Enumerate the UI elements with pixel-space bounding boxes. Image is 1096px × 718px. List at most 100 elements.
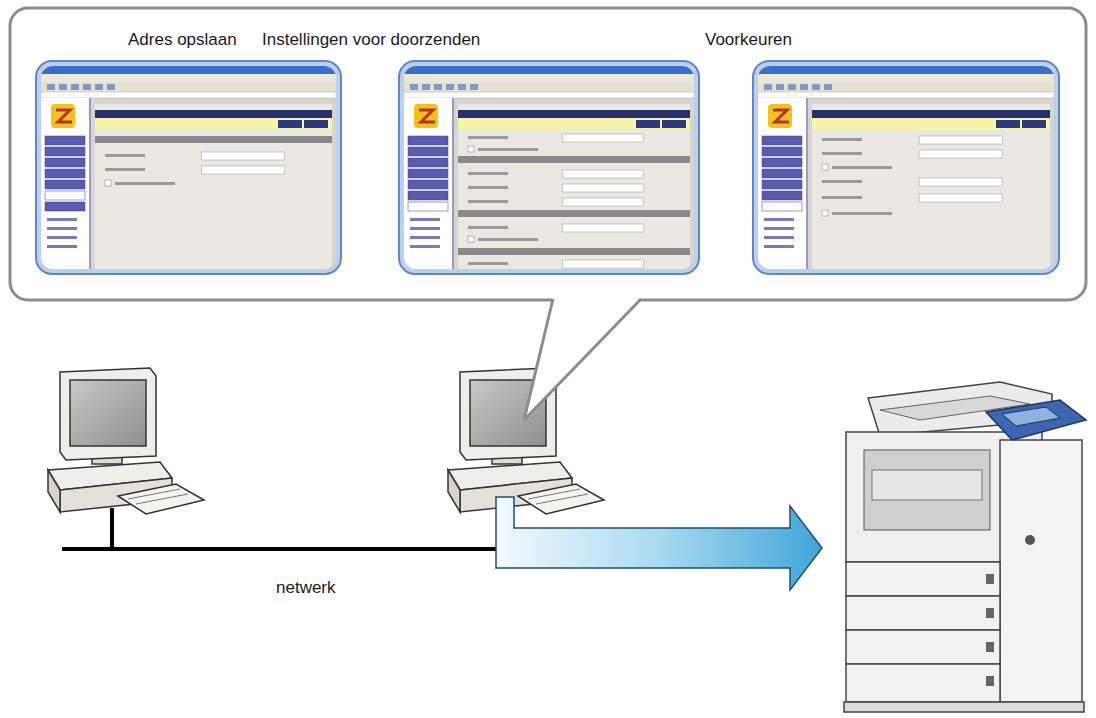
logo-mark [419, 110, 435, 122]
checkbox [822, 210, 828, 216]
screenshot-image [752, 60, 1060, 275]
screenshot-panel: Voorkeuren [752, 60, 1060, 275]
field-caption [468, 172, 508, 175]
monitor-screen [70, 380, 146, 446]
input-field [919, 150, 1002, 158]
menu-button [45, 202, 85, 211]
menu-button [45, 136, 85, 145]
menu-link [410, 245, 440, 248]
checkbox [822, 164, 828, 170]
screenshot-frame [753, 61, 1059, 274]
menu-button [762, 202, 802, 211]
power-indicator [1025, 535, 1035, 545]
page-header [95, 110, 332, 118]
field-caption [822, 152, 862, 155]
data-flow-arrow [496, 497, 822, 590]
address-bar [404, 92, 694, 98]
cancel-button [304, 120, 328, 128]
browser-window [758, 66, 1054, 269]
ok-button [996, 120, 1020, 128]
field-caption [822, 180, 862, 183]
input-field [562, 260, 643, 268]
paper-drawer [846, 630, 1000, 664]
menu-button [408, 202, 448, 211]
browser-window [404, 66, 694, 269]
title-bar [41, 66, 336, 74]
menu-bar [758, 74, 1054, 82]
keyboard-keys [536, 494, 588, 504]
window-body [758, 66, 1054, 269]
toolbar-icon [788, 84, 796, 90]
network-label: netwerk [276, 578, 336, 598]
screenshot-image [398, 60, 700, 275]
window-body [41, 66, 336, 269]
menu-link [764, 236, 794, 239]
cancel-button [1022, 120, 1046, 128]
side-menu-edge [806, 98, 808, 269]
callout-tail-fill [524, 297, 641, 420]
input-field [919, 194, 1002, 202]
input-field [562, 184, 643, 192]
menu-button [408, 180, 448, 189]
menu-bar [41, 74, 336, 82]
drawer-handle [986, 608, 994, 618]
menu-button [762, 191, 802, 200]
menu-button [408, 191, 448, 200]
menu-link [410, 218, 440, 221]
toolbar-icon [95, 84, 103, 90]
ok-button [278, 120, 302, 128]
checkbox-caption [832, 212, 892, 215]
menu-button [45, 147, 85, 156]
network-drop [110, 508, 114, 549]
toolbar-icon [83, 84, 91, 90]
address-bar [758, 92, 1054, 98]
field-caption [468, 262, 508, 265]
toolbar-icon [107, 84, 115, 90]
toolbar-icon [764, 84, 772, 90]
toolbar-icon [812, 84, 820, 90]
form-section [458, 210, 690, 217]
drawer-handle [986, 642, 994, 652]
menu-button [45, 169, 85, 178]
browser-window [41, 66, 336, 269]
menu-link [47, 227, 77, 230]
screenshot-frame [399, 61, 699, 274]
network-line [62, 547, 500, 551]
screenshot-frame [36, 61, 341, 274]
toolbar-icon [71, 84, 79, 90]
printer [844, 382, 1086, 712]
form-section [458, 248, 690, 255]
input-field [562, 134, 643, 142]
callout-tail [524, 299, 641, 420]
side-menu [758, 98, 806, 269]
checkbox [468, 236, 474, 242]
menu-button [762, 147, 802, 156]
menu-button [762, 180, 802, 189]
side-menu-edge [89, 98, 91, 269]
content-area [95, 104, 332, 269]
title-bar [404, 66, 694, 74]
input-field [919, 136, 1002, 144]
field-caption [468, 186, 508, 189]
menu-button [762, 158, 802, 167]
logo [768, 104, 792, 128]
checkbox-caption [478, 148, 538, 151]
menu-link [410, 236, 440, 239]
logo-mark [773, 110, 789, 122]
toolbar-icon [446, 84, 454, 90]
action-bar [812, 118, 1050, 130]
input-field [562, 198, 643, 206]
cancel-button [662, 120, 686, 128]
checkbox-caption [478, 238, 538, 241]
tool-bar [404, 82, 694, 92]
drawer-handle [986, 574, 994, 584]
checkbox [105, 180, 111, 186]
toolbar-icon [824, 84, 832, 90]
side-menu [41, 98, 89, 269]
form-section [95, 136, 332, 143]
keyboard [518, 484, 604, 514]
page-header [458, 110, 690, 118]
input-field [562, 170, 643, 178]
screen-heading: Adres opslaan [128, 30, 237, 50]
menu-button [45, 158, 85, 167]
